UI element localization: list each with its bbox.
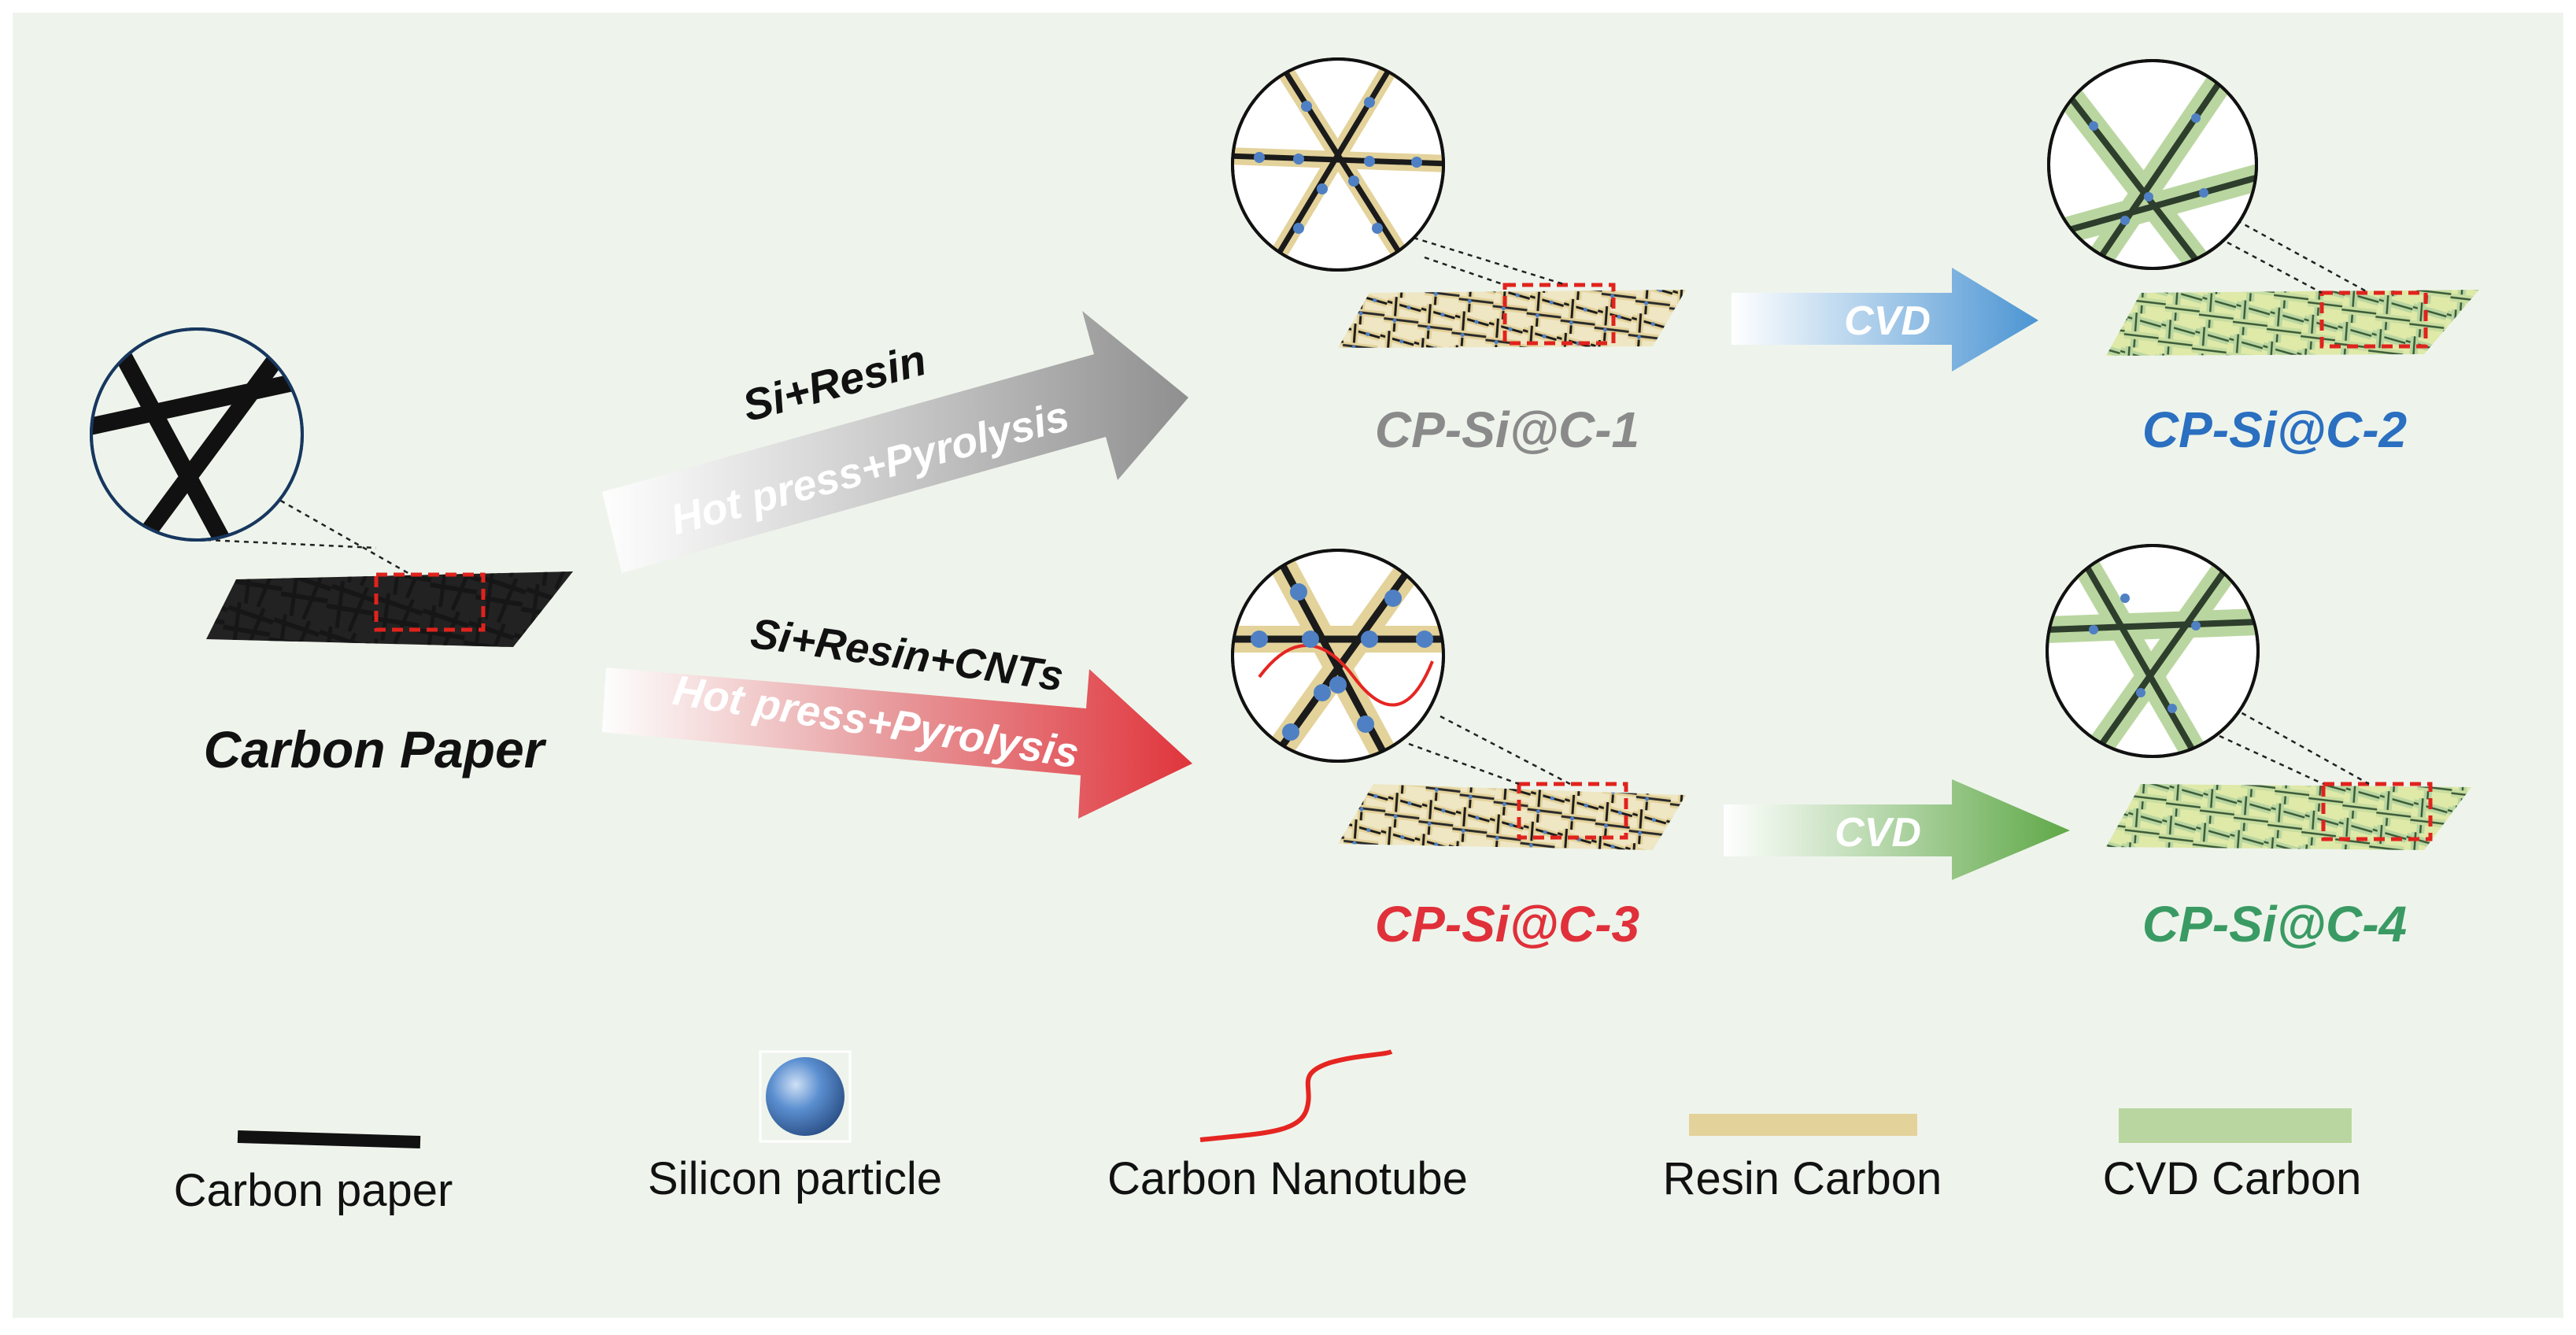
zoom-guide-line xyxy=(272,494,412,576)
product-cp-si-c-2: CP-Si@C-2 xyxy=(2047,59,2479,458)
carbon-paper-label: Carbon Paper xyxy=(204,720,547,778)
route-top-arrow xyxy=(602,311,1188,573)
zoom-guide-line xyxy=(2227,241,2323,294)
zoom-guide-line xyxy=(205,538,377,549)
legend-label: Resin Carbon xyxy=(1663,1153,1942,1204)
cvd-bottom-label: CVD xyxy=(1835,810,1921,856)
product-cp-si-c-1: CP-Si@C-1 xyxy=(1231,57,1686,458)
zoom-fibers-4 xyxy=(2047,545,2258,756)
cvd-arrow-bottom: CVD xyxy=(1724,779,2070,880)
legend-item-carbon-nanotube: Carbon Nanotube xyxy=(1107,1049,1468,1204)
zoom-guide-line xyxy=(1413,236,1567,287)
zoom-guide-line xyxy=(2219,734,2324,786)
legend-label: CVD Carbon xyxy=(2103,1153,2362,1204)
product-1-label: CP-Si@C-1 xyxy=(1375,401,1639,458)
legend-label: Silicon particle xyxy=(648,1153,942,1204)
carbon-paper-line-icon xyxy=(237,1130,421,1148)
legend-label: Carbon Nanotube xyxy=(1107,1153,1468,1204)
legend-item-cvd-carbon: CVD Carbon xyxy=(2103,1108,2362,1204)
cvd-bottom-shape xyxy=(1724,779,2070,880)
sheet-resin-3 xyxy=(1338,784,1686,850)
product-2-label: CP-Si@C-2 xyxy=(2142,401,2407,458)
legend-item-silicon-particle: Silicon particle xyxy=(648,1050,942,1204)
product-3-label: CP-Si@C-3 xyxy=(1375,896,1639,952)
zoom-guide-line xyxy=(2233,707,2370,786)
zoom-guide-line xyxy=(2236,219,2370,294)
cvd-top-label: CVD xyxy=(1844,298,1931,344)
silicon-sphere-icon xyxy=(766,1057,844,1136)
cvd-bar-icon xyxy=(2119,1108,2352,1143)
carbon-paper-fibers xyxy=(206,571,573,647)
zoom-box xyxy=(2321,782,2433,841)
zoom-box xyxy=(2319,290,2428,349)
legend-label: Carbon paper xyxy=(174,1165,453,1216)
zoom-fibers-3 xyxy=(1233,550,1443,761)
sheet-resin-1 xyxy=(1338,290,1686,348)
product-cp-si-c-4: CP-Si@C-4 xyxy=(2046,544,2471,952)
product-4-label: CP-Si@C-4 xyxy=(2142,896,2407,952)
zoom-box xyxy=(1502,283,1616,346)
cvd-arrow-top: CVD xyxy=(1732,268,2038,372)
zoom-box xyxy=(374,572,486,632)
legend: Carbon paper Silicon particle Carbon Nan… xyxy=(174,1049,2362,1216)
cvd-top-shape xyxy=(1732,268,2038,372)
zoom-fibers xyxy=(91,333,302,540)
sheet-cvd-2 xyxy=(2106,290,2479,356)
cnt-curve-icon xyxy=(1199,1049,1393,1142)
route-bottom-arrow xyxy=(602,668,1192,819)
carbon-paper-stage: Carbon Paper xyxy=(90,327,573,778)
zoom-box xyxy=(1517,782,1628,840)
zoom-guide-line xyxy=(1424,256,1506,287)
resin-bar-icon xyxy=(1689,1114,1917,1136)
sheet-cvd-4 xyxy=(2106,784,2471,850)
zoom-fibers-2 xyxy=(2049,63,2256,268)
legend-item-carbon-paper: Carbon paper xyxy=(174,1130,453,1216)
legend-item-resin-carbon: Resin Carbon xyxy=(1663,1114,1942,1204)
zoom-guide-line xyxy=(1408,742,1520,786)
zoom-fibers-1 xyxy=(1233,59,1443,270)
product-cp-si-c-3: CP-Si@C-3 xyxy=(1231,549,1686,952)
